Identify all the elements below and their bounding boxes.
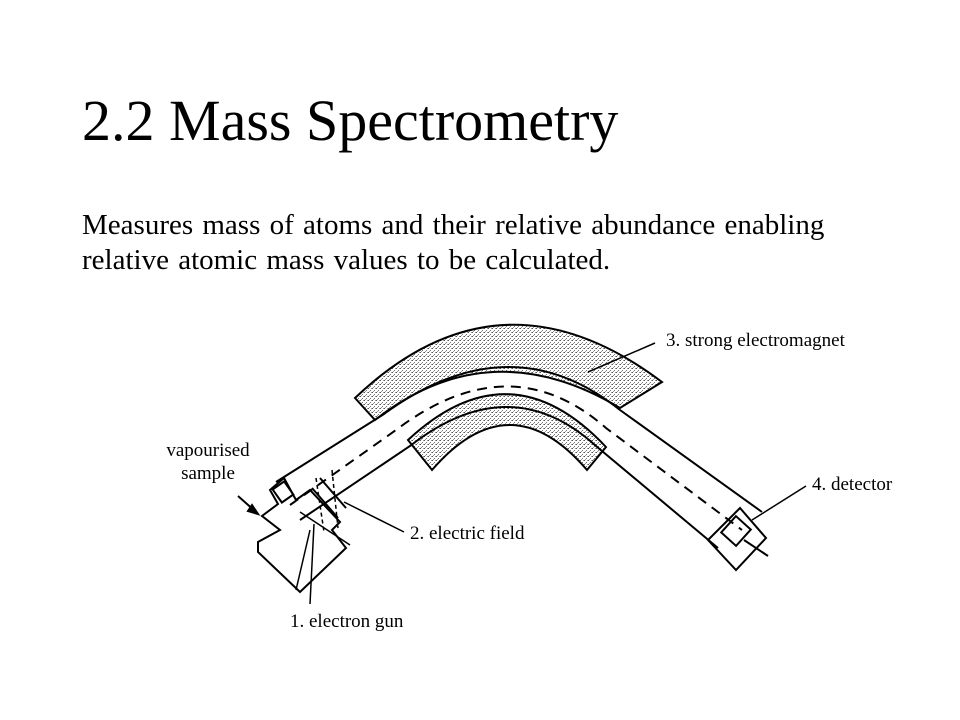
flight-tube-inner-wall xyxy=(299,406,719,549)
electric-field-leader xyxy=(343,501,405,533)
magnet-inner-pole xyxy=(406,393,608,472)
label-vapourised-sample: vapourised sample xyxy=(166,440,250,484)
ion-beam-path xyxy=(289,385,743,531)
ion-source-housing xyxy=(257,476,348,594)
label-electric-field: 2. electric field xyxy=(410,523,525,544)
electron-gun-leader xyxy=(309,523,315,605)
slide-description: Measures mass of atoms and their relativ… xyxy=(82,209,825,277)
label-detector: 4. detector xyxy=(812,474,893,495)
electron-gun xyxy=(295,469,351,591)
flight-tube-outer-wall xyxy=(275,366,763,513)
electromagnet-leader xyxy=(587,342,656,373)
detector-leader xyxy=(751,485,807,521)
slide-title: 2.2 Mass Spectrometry xyxy=(82,88,619,153)
detector-housing xyxy=(706,506,769,572)
label-electron-gun: 1. electron gun xyxy=(290,611,404,632)
magnet-outer-pole xyxy=(353,323,664,422)
sample-inlet-arrow xyxy=(237,495,261,516)
label-strong-electromagnet: 3. strong electromagnet xyxy=(666,330,845,351)
